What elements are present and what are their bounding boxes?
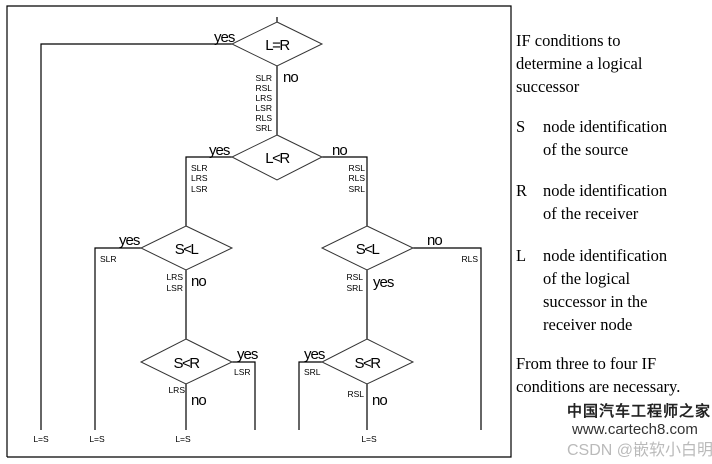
branch-yes: yes: [214, 29, 235, 46]
set-after-c5-yes: RSL: [346, 272, 363, 282]
set-after-c2-no: RSL RLS SRL: [348, 163, 365, 194]
legend-text: successor: [516, 77, 580, 96]
result-label: L=S: [361, 434, 377, 444]
set-after-c3-no: LRS: [166, 272, 183, 282]
legend-key: S: [516, 117, 526, 136]
svg-text:RLS: RLS: [348, 173, 365, 183]
condition-label: S<L: [175, 241, 199, 258]
svg-text:RLS: RLS: [255, 113, 272, 123]
condition-label: S<L: [356, 241, 380, 258]
branch-yes: yes: [373, 274, 394, 291]
set-after-c5-no: RLS: [461, 254, 478, 264]
legend-text: IF conditions to: [516, 31, 621, 50]
legend-text: node identification: [543, 117, 668, 136]
condition-label: L=R: [265, 37, 290, 54]
result-label: L=S: [33, 434, 49, 444]
set-after-c1-no: SLR RSL LRS LSR RLS SRL: [255, 73, 272, 133]
branch-no: no: [191, 392, 206, 409]
legend-intro: IF conditions to determine a logical suc…: [516, 29, 642, 98]
csdn-watermark: CSDN @嵌软小白明: [567, 442, 712, 459]
condition-label: S<R: [173, 355, 200, 372]
branch-no: no: [372, 392, 387, 409]
condition-label: S<R: [354, 355, 381, 372]
svg-text:RSL: RSL: [255, 83, 272, 93]
branch-yes: yes: [119, 232, 140, 249]
set-after-c2-yes: SLR LRS LSR: [191, 163, 208, 194]
svg-text:RSL: RSL: [348, 163, 365, 173]
decision-diamond-2: [230, 134, 324, 181]
site-watermark-url: www.cartech8.com: [572, 421, 698, 438]
legend-text: conditions are necessary.: [516, 377, 681, 396]
result-label: L=S: [175, 434, 191, 444]
legend-text: node identification: [543, 181, 668, 200]
site-watermark-cn: 中国汽车工程师之家: [567, 402, 712, 420]
decision-diamond-5: [320, 225, 415, 271]
svg-text:LSR: LSR: [255, 103, 272, 113]
svg-text:LRS: LRS: [255, 93, 272, 103]
svg-text:SRL: SRL: [255, 123, 272, 133]
legend-text: receiver node: [543, 315, 633, 334]
legend-key: R: [516, 181, 528, 200]
legend-text: of the receiver: [543, 204, 639, 223]
decision-diamond-6: [320, 338, 415, 385]
decision-diamond-1: [230, 21, 324, 67]
set-after-c5-yes: SRL: [346, 283, 363, 293]
svg-text:LRS: LRS: [191, 173, 208, 183]
set-after-c4-no: LRS: [168, 385, 185, 395]
branch-no: no: [332, 142, 347, 159]
branch-no: no: [427, 232, 442, 249]
legend-text: of the source: [543, 140, 629, 159]
svg-text:LSR: LSR: [191, 184, 208, 194]
branch-yes: yes: [209, 142, 230, 159]
set-after-c6-no: RSL: [347, 389, 364, 399]
svg-text:SLR: SLR: [191, 163, 208, 173]
set-after-c4-yes: LSR: [234, 367, 251, 377]
svg-text:SRL: SRL: [348, 184, 365, 194]
set-after-c3-yes: SLR: [100, 254, 117, 264]
branch-yes: yes: [237, 346, 258, 363]
legend-text: node identification: [543, 246, 668, 265]
set-after-c6-yes: SRL: [304, 367, 321, 377]
branch-no: no: [191, 273, 206, 290]
legend-text: determine a logical: [516, 54, 643, 73]
decision-diamond-3: [139, 225, 234, 271]
legend-text: successor in the: [543, 292, 648, 311]
legend-key: L: [516, 246, 527, 265]
branch-no: no: [283, 69, 298, 86]
flow-lines: [40, 17, 482, 430]
svg-text:SLR: SLR: [255, 73, 272, 83]
legend-footer: From three to four IF conditions are nec…: [516, 352, 680, 398]
branch-yes: yes: [304, 346, 325, 363]
legend-text: From three to four IF: [516, 354, 657, 373]
diagram-frame: [6, 5, 512, 458]
set-after-c3-no: LSR: [166, 283, 183, 293]
result-label: L=S: [89, 434, 105, 444]
decision-diamond-4: [139, 338, 234, 385]
condition-label: L<R: [265, 150, 290, 167]
legend-text: of the logical: [543, 269, 631, 288]
